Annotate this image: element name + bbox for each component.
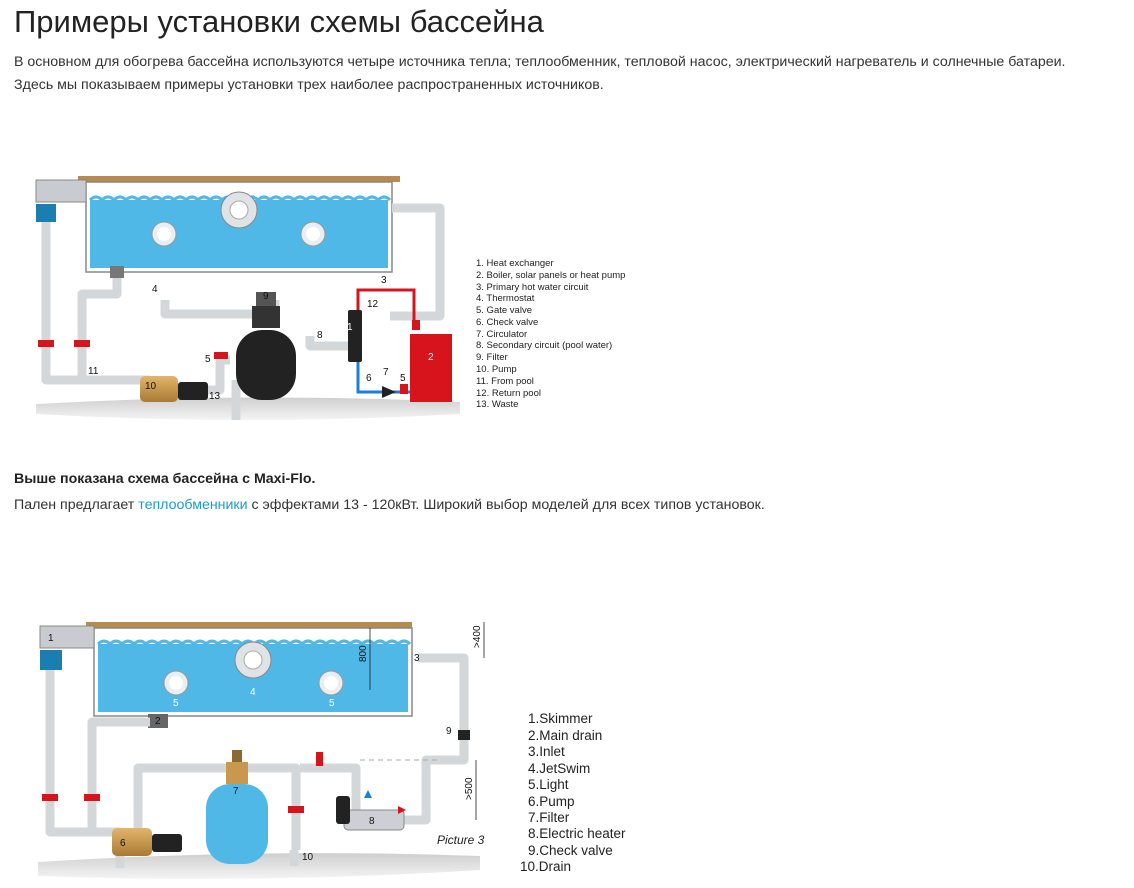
d1-legend-item: 11. From pool (476, 376, 534, 387)
d2-marker-2: 2 (155, 716, 161, 727)
d1-legend-item: 1. Heat exchanger (476, 258, 554, 269)
caption-text-post: с эффектами 13 - 120кВт. Широкий выбор м… (247, 497, 765, 513)
intro-line-2: Здесь мы показываем примеры установки тр… (14, 77, 604, 93)
page-title: Примеры установки схемы бассейна (14, 4, 544, 39)
d2-legend-item: 5.Light (528, 777, 569, 792)
d1-marker-6: 6 (366, 373, 372, 384)
diagram-electric-heater: 800 >400 >500 1 2 3 4 5 5 6 7 8 9 10 Pic… (38, 622, 626, 879)
d2-legend-item: 2.Main drain (528, 728, 602, 743)
d1-legend-item: 10. Pump (476, 364, 517, 375)
dim-500: >500 (464, 777, 475, 800)
filter-tank-2 (206, 750, 268, 864)
d2-marker-5b: 5 (329, 698, 335, 709)
d1-legend-item: 3. Primary hot water circuit (476, 282, 589, 293)
d1-legend-item: 6. Check valve (476, 317, 538, 328)
pool-basin-2 (39, 622, 413, 728)
d1-marker-7: 7 (383, 367, 389, 378)
d1-legend-item: 2. Boiler, solar panels or heat pump (476, 270, 625, 281)
d1-marker-5b: 5 (400, 373, 406, 384)
dimension-lines (369, 622, 485, 820)
d1-legend-item: 7. Circulator (476, 329, 527, 340)
filter-tank (236, 292, 296, 400)
d2-legend-item: 1.Skimmer (528, 711, 593, 726)
d2-legend-item: 3.Inlet (528, 744, 565, 759)
d2-legend-item: 10.Drain (520, 859, 571, 874)
d1-marker-13: 13 (209, 391, 221, 402)
pump-unit-2 (112, 828, 182, 856)
d1-marker-3: 3 (381, 275, 387, 286)
d2-marker-3: 3 (414, 653, 420, 664)
heat-exchangers-link[interactable]: теплообменники (138, 497, 248, 513)
d1-legend-item: 4. Thermostat (476, 293, 535, 304)
d2-marker-10: 10 (302, 852, 314, 863)
d1-legend-item: 9. Filter (476, 352, 508, 363)
d2-marker-9: 9 (446, 726, 452, 737)
d1-legend-item: 5. Gate valve (476, 305, 532, 316)
d2-legend-item: 6.Pump (528, 794, 575, 809)
d1-marker-9: 9 (263, 291, 269, 302)
valves-2 (42, 730, 470, 813)
d2-marker-8: 8 (369, 816, 375, 827)
d2-marker-1: 1 (48, 633, 54, 644)
d1-marker-8: 8 (317, 330, 323, 341)
picture-3-label: Picture 3 (437, 833, 485, 847)
boiler-box (410, 334, 452, 402)
electric-heater-unit (336, 790, 406, 831)
d1-marker-4: 4 (152, 284, 158, 295)
d2-legend: 1.Skimmer 2.Main drain 3.Inlet 4.JetSwim… (520, 711, 626, 874)
d1-legend: 1. Heat exchanger 2. Boiler, solar panel… (476, 258, 625, 410)
d2-marker-5a: 5 (173, 698, 179, 709)
d1-legend-item: 12. Return pool (476, 388, 541, 399)
dim-400: >400 (472, 625, 483, 648)
d2-marker-6: 6 (120, 838, 126, 849)
d1-marker-10: 10 (145, 381, 157, 392)
pool-basin (35, 176, 400, 278)
d1-marker-11: 11 (88, 366, 99, 377)
diagram-caption-title: Выше показана схема бассейна с Maxi-Flo. (14, 471, 316, 487)
pump-unit (140, 376, 208, 402)
d1-marker-5a: 5 (205, 354, 211, 365)
intro-line-1: В основном для обогрева бассейна использ… (14, 54, 1066, 70)
caption-text-pre: Пален предлагает (14, 497, 139, 513)
diagram-caption-text: Пален предлагает теплообменники с эффект… (14, 493, 765, 517)
ground-shape-2 (38, 853, 480, 879)
d2-marker-7: 7 (233, 786, 239, 797)
valves (38, 320, 420, 398)
d1-marker-2: 2 (428, 352, 434, 363)
d1-legend-item: 8. Secondary circuit (pool water) (476, 340, 612, 351)
d2-legend-item: 9.Check valve (528, 843, 613, 858)
d2-marker-4: 4 (250, 687, 256, 698)
dim-800: 800 (358, 645, 369, 662)
d1-marker-1: 1 (347, 322, 353, 333)
d1-legend-item: 13. Waste (476, 399, 518, 410)
pipework (41, 203, 445, 420)
d2-legend-item: 7.Filter (528, 810, 570, 825)
d2-legend-item: 4.JetSwim (528, 761, 590, 776)
hot-water-circuit (356, 288, 416, 330)
diagram-maxi-flo: 1 2 3 4 5 5 6 7 8 9 10 11 12 13 1. Heat … (35, 176, 625, 420)
ground-shape (36, 397, 460, 420)
d2-legend-item: 8.Electric heater (528, 826, 626, 841)
d1-marker-12: 12 (367, 299, 379, 310)
heat-exchanger (348, 310, 362, 362)
